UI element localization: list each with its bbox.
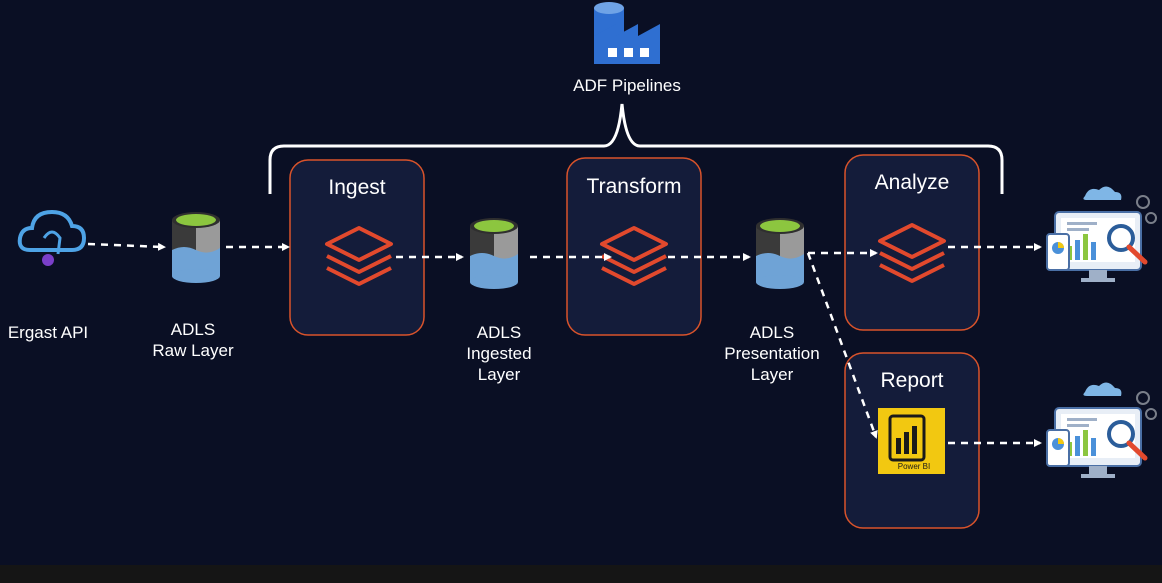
cloud-api-icon [17,209,87,266]
adls-ingested-label-line2: Ingested [466,344,531,363]
adls-presentation-label-line1: ADLS [750,323,794,342]
arrow-presentation-to-report [806,252,878,439]
report-stage-title: Report [880,369,943,392]
transform-stage-box [566,157,702,336]
adls-raw-label-line2: Raw Layer [152,341,234,360]
adls-presentation-label-line3: Layer [751,365,794,384]
adf-pipelines-icon [594,2,660,64]
adf-pipelines-label: ADF Pipelines [573,76,681,95]
powerbi-icon-text: Power BI [898,462,930,471]
pipeline-brace [268,103,1004,194]
analyze-output-dashboard-icon [1047,186,1156,282]
powerbi-icon [878,408,945,474]
transform-stage-title: Transform [587,175,682,198]
ingest-stage-title: Ingest [328,176,385,199]
adls-ingested-label-line3: Layer [478,365,521,384]
adls-ingested-label-line1: ADLS [477,323,521,342]
arrow-api-to-raw [87,242,166,251]
adls-ingested-icon [470,218,518,289]
adls-raw-icon [172,212,220,283]
footer-bar [0,565,1162,583]
analyze-stage-box [844,154,980,331]
ergast-api-label: Ergast API [8,323,88,342]
adls-presentation-icon [756,218,804,289]
analyze-stage-title: Analyze [875,171,950,194]
adls-raw-label-line1: ADLS [171,320,215,339]
ingest-stage-box [289,159,425,336]
adls-presentation-label-line2: Presentation [724,344,819,363]
report-output-dashboard-icon [1047,382,1156,478]
